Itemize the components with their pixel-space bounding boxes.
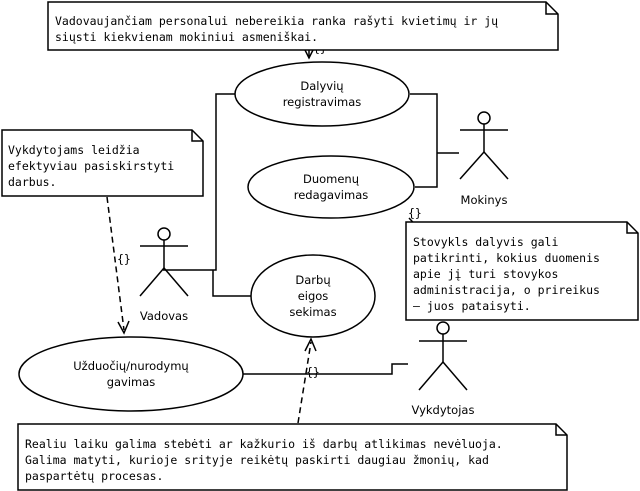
use-case-progress-tracking: Darbų eigos sekimas bbox=[250, 254, 376, 338]
actor-vykdytojas-label: Vykdytojas bbox=[412, 403, 475, 417]
note-left-anchor bbox=[106, 196, 125, 331]
actor-mokinys: Mokinys bbox=[459, 111, 509, 207]
use-case-progress-tracking-label: sekimas bbox=[289, 305, 336, 319]
note-bottom-line: Galima matyti, kurioje srityje reikėtų p… bbox=[25, 453, 489, 467]
note-bottom-line: paspartėtų procesas. bbox=[25, 469, 163, 483]
actor-mokinys-label: Mokinys bbox=[461, 193, 508, 207]
use-case-task-receiving-label: Užduočių/nurodymų bbox=[73, 359, 189, 373]
actor-vykdytojas: Vykdytojas bbox=[412, 321, 475, 417]
use-case-registration-label: registravimas bbox=[283, 95, 362, 109]
use-case-data-editing-label: redagavimas bbox=[294, 188, 369, 202]
use-case-data-editing-label: Duomenų bbox=[303, 172, 360, 186]
note-bottom-anchor bbox=[297, 341, 312, 424]
note-bottom: Realiu laiku galima stebėti ar kažkurio … bbox=[17, 423, 568, 491]
use-case-progress-tracking-label: eigos bbox=[298, 289, 329, 303]
note-right: Stovykls dalyvis gali patikrinti, kokius… bbox=[405, 221, 639, 321]
actor-vadovas-label: Vadovas bbox=[140, 309, 188, 323]
use-case-task-receiving-label: gavimas bbox=[107, 375, 156, 389]
constraint-label-left: {} bbox=[117, 252, 131, 266]
note-top-line: Vadovaujančiam personalui nebereikia ran… bbox=[55, 14, 498, 28]
note-right-line: — juos pataisyti. bbox=[413, 299, 531, 313]
note-top: Vadovaujančiam personalui nebereikia ran… bbox=[47, 1, 559, 51]
association-vadovas-progress bbox=[212, 270, 251, 297]
actor-vadovas: Vadovas bbox=[139, 227, 189, 323]
association-mokinys-usecases bbox=[410, 93, 438, 188]
note-left-line: Vykdytojams leidžia bbox=[8, 143, 140, 157]
constraint-label-right: {} bbox=[408, 206, 422, 220]
constraint-label-bottom: {} bbox=[306, 365, 320, 379]
note-right-line: Stovykls dalyvis gali bbox=[413, 235, 558, 249]
note-bottom-arrowhead bbox=[304, 337, 317, 352]
note-bottom-line: Realiu laiku galima stebėti ar kažkurio … bbox=[25, 437, 503, 451]
note-left-arrowhead bbox=[117, 320, 130, 335]
note-left-line: efektyviau pasiskirstyti bbox=[8, 159, 174, 173]
note-left: Vykdytojams leidžia efektyviau pasiskirs… bbox=[1, 129, 204, 197]
use-case-registration: Dalyvių registravimas bbox=[234, 61, 410, 127]
use-case-registration-label: Dalyvių bbox=[300, 79, 344, 93]
use-case-task-receiving: Užduočių/nurodymų gavimas bbox=[18, 336, 244, 412]
association-vykdytojas-task bbox=[243, 363, 408, 375]
use-case-progress-tracking-label: Darbų bbox=[295, 273, 331, 287]
note-left-line: darbus. bbox=[8, 175, 56, 189]
use-case-data-editing: Duomenų redagavimas bbox=[247, 155, 415, 219]
note-right-line: patikrinti, kokius duomenis bbox=[413, 251, 600, 265]
note-top-line: siųsti kiekvienam mokiniui asmeniškai. bbox=[55, 30, 318, 44]
association-vadovas-registration bbox=[188, 93, 235, 271]
note-right-line: apie jį turi stovykos bbox=[413, 267, 558, 281]
note-right-line: administracija, o prireikus bbox=[413, 283, 600, 297]
